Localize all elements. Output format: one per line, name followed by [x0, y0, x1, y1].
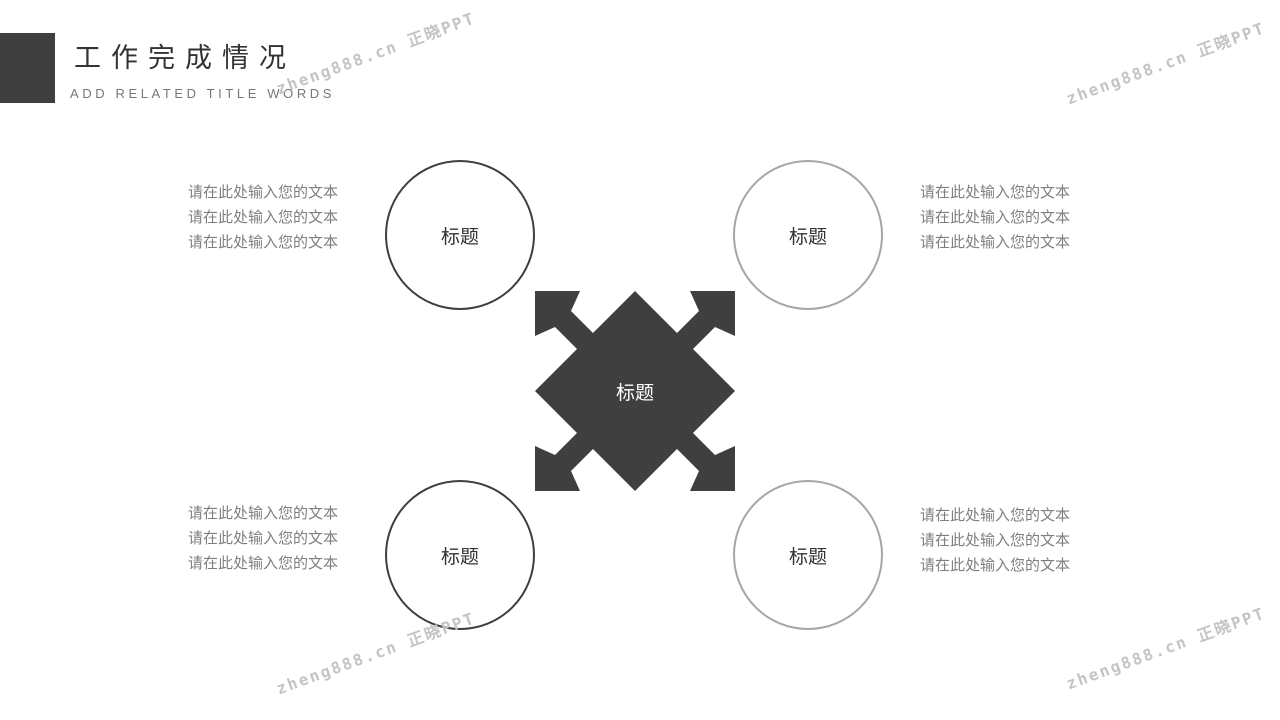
text-block-bottom-left: 请在此处输入您的文本 请在此处输入您的文本 请在此处输入您的文本 — [138, 501, 338, 576]
node-circle-bottom-left: 标题 — [385, 480, 535, 630]
text-line: 请在此处输入您的文本 — [920, 208, 1071, 226]
watermark: zheng888.cn 正晓PPT — [1063, 603, 1268, 694]
text-line: 请在此处输入您的文本 — [187, 504, 338, 522]
center-cross-arrows-shape — [535, 291, 735, 491]
title-accent-block — [0, 33, 55, 103]
watermark: zheng888.cn 正晓PPT — [1063, 18, 1268, 109]
center-label: 标题 — [615, 381, 654, 404]
node-circle-top-left: 标题 — [385, 160, 535, 310]
text-line: 请在此处输入您的文本 — [187, 554, 338, 572]
watermark: zheng888.cn 正晓PPT — [273, 608, 478, 699]
text-line: 请在此处输入您的文本 — [920, 556, 1071, 574]
text-line: 请在此处输入您的文本 — [920, 183, 1071, 201]
text-block-top-left: 请在此处输入您的文本 请在此处输入您的文本 请在此处输入您的文本 — [138, 180, 338, 255]
text-line: 请在此处输入您的文本 — [187, 208, 338, 226]
page-subtitle: ADD RELATED TITLE WORDS — [70, 86, 336, 101]
text-line: 请在此处输入您的文本 — [187, 529, 338, 547]
text-line: 请在此处输入您的文本 — [920, 531, 1071, 549]
page-title: 工作完成情况 — [74, 43, 296, 74]
text-line: 请在此处输入您的文本 — [187, 233, 338, 251]
node-circle-top-right: 标题 — [733, 160, 883, 310]
watermark: zheng888.cn 正晓PPT — [273, 8, 478, 99]
text-line: 请在此处输入您的文本 — [920, 506, 1071, 524]
text-line: 请在此处输入您的文本 — [920, 233, 1071, 251]
text-line: 请在此处输入您的文本 — [187, 183, 338, 201]
node-circle-bottom-right: 标题 — [733, 480, 883, 630]
text-block-top-right: 请在此处输入您的文本 请在此处输入您的文本 请在此处输入您的文本 — [920, 180, 1070, 255]
text-block-bottom-right: 请在此处输入您的文本 请在此处输入您的文本 请在此处输入您的文本 — [920, 503, 1070, 578]
